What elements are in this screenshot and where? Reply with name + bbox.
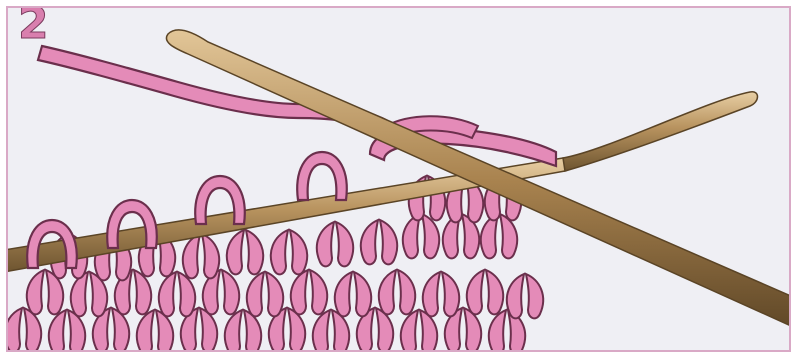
step-number: 2 bbox=[18, 6, 49, 46]
knitting-illustration bbox=[8, 8, 791, 352]
illustration-panel: 2 bbox=[6, 6, 791, 352]
knitted-fabric bbox=[8, 176, 543, 352]
